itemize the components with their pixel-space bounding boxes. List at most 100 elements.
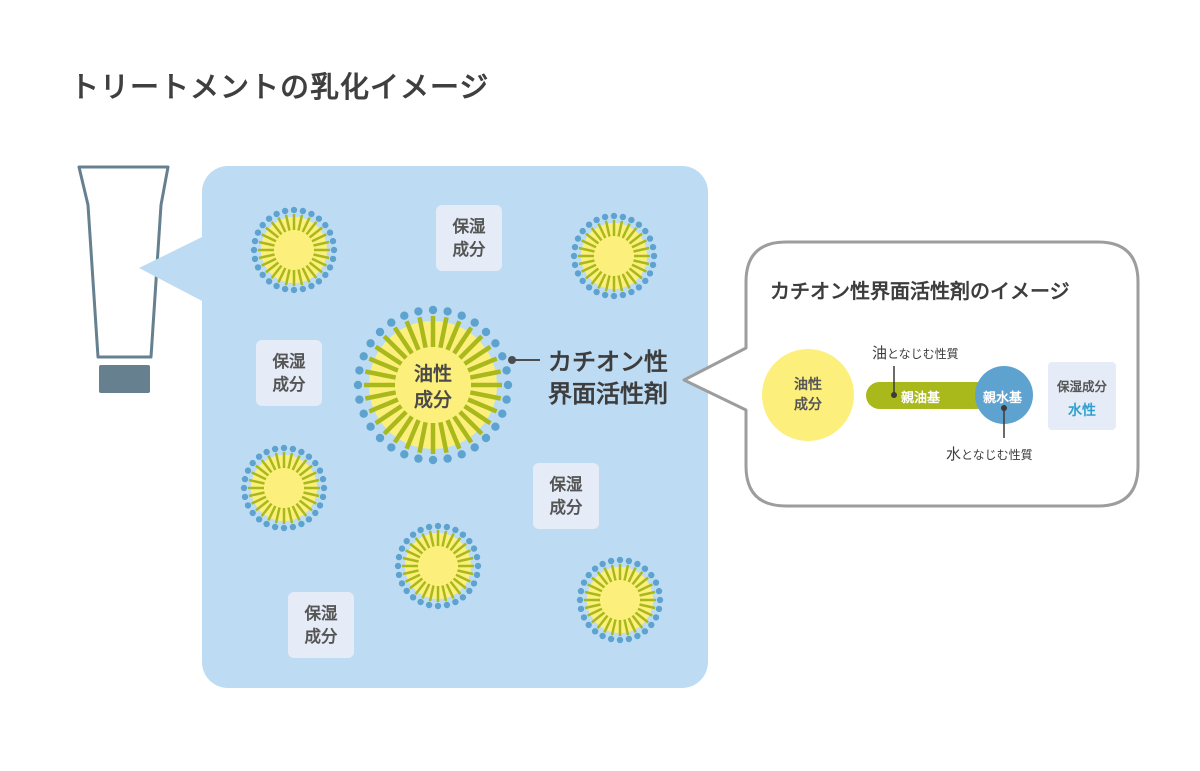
hydrophilic-head — [591, 628, 599, 635]
surfactant-label-line1: カチオン性 — [548, 348, 668, 376]
hydrophilic-head — [443, 454, 452, 463]
hydrophilic-head — [290, 206, 298, 214]
hydrophilic-head — [394, 562, 402, 570]
moisture-label-line2: 成分 — [452, 240, 486, 259]
hydrophilic-head — [473, 553, 481, 561]
moisture-label-line1: 保湿 — [272, 352, 306, 371]
hydrophilic-head — [289, 523, 297, 531]
hydrophilic-head — [634, 632, 641, 640]
lipophilic-tail — [438, 316, 449, 349]
hydrophilic-head — [299, 285, 307, 293]
callout-title: カチオン性界面活性剤のイメージ — [770, 279, 1070, 303]
lipophilic-tail — [255, 499, 270, 512]
callout-oil-label-line1: 油性 — [794, 377, 822, 393]
lipophilic-tail — [445, 583, 455, 599]
lipophilic-tail — [631, 571, 644, 586]
lipophilic-tail — [596, 614, 609, 629]
hydrophilic-head — [271, 445, 279, 453]
oil-label-line2: 成分 — [413, 389, 452, 411]
lipophilic-tail — [469, 369, 502, 380]
moisture-ingredient-box: 保湿 成分 — [256, 340, 322, 406]
lipophilic-tail — [590, 270, 603, 285]
hydrophilic-head — [473, 571, 481, 579]
hydrophilic-head — [601, 291, 609, 299]
hydrophilic-head — [474, 562, 482, 570]
lipophilic-tail — [374, 404, 403, 426]
hydrophilic-head — [319, 493, 327, 501]
lipophilic-tail — [255, 464, 270, 477]
hydrophilic-head — [395, 571, 403, 579]
oil-ingredient-label: 油性 成分 — [393, 361, 473, 413]
lipophilic-tail — [617, 220, 624, 237]
hydrophilic-head — [635, 284, 643, 291]
page-title: トリートメントの乳化イメージ — [70, 70, 490, 104]
lipophilic-tail — [421, 583, 431, 599]
hydrophilic-head — [585, 621, 592, 629]
hydrophilic-head — [502, 366, 511, 375]
lipophilic-tail — [301, 471, 317, 481]
lipophilic-tail — [445, 320, 462, 351]
hydrophilic-head — [308, 210, 315, 218]
hydrophilic-head — [299, 207, 307, 215]
hydrophilic-head — [579, 277, 586, 285]
hydrophilic-head — [403, 587, 410, 595]
hydrophilic-head — [599, 560, 606, 568]
lipophilic-tail — [610, 619, 617, 636]
lipophilic-tail — [438, 421, 449, 454]
lipophilic-tail — [287, 507, 294, 524]
hydrophilic-head — [652, 614, 660, 621]
lipophilic-tail — [274, 452, 281, 469]
micelle-small — [250, 206, 338, 294]
hydrophilic-head — [403, 537, 410, 545]
moisture-label-line2: 成分 — [549, 498, 583, 517]
lipophilic-tail — [402, 556, 419, 563]
hydrophilic-head — [417, 598, 424, 606]
hydrophilic-head — [316, 467, 324, 474]
hydrophilic-head — [649, 261, 657, 269]
hydrophilic-head — [642, 227, 649, 235]
hydrophilic-label: 親水基 — [983, 391, 1023, 406]
hydrophilic-head — [281, 207, 289, 215]
hydrophilic-head — [466, 587, 473, 595]
hydrophilic-head — [457, 311, 466, 320]
hydrophilic-head — [610, 212, 618, 220]
hydrophilic-head — [610, 292, 618, 300]
lipophilic-tail — [621, 223, 631, 239]
lipophilic-tail — [457, 569, 474, 576]
hydrophilic-head — [498, 409, 507, 418]
hydrophilic-head — [320, 484, 328, 492]
hydrophilic-head — [395, 553, 403, 561]
hydrophilic-head — [400, 311, 409, 320]
hydrophilic-head — [326, 229, 334, 236]
lipophilic-tail — [866, 382, 990, 409]
lipophilic-tail — [291, 505, 301, 521]
hydrophilic-head — [656, 596, 664, 604]
retention-box: 保湿成分 水性 — [1048, 362, 1116, 430]
lipophilic-tail — [308, 226, 323, 239]
hydrophilic-head — [574, 270, 582, 277]
hydrophilic-head — [576, 596, 584, 604]
hydrophilic-head — [414, 454, 423, 463]
oil-droplet — [251, 455, 317, 521]
hydrophilic-head — [355, 366, 364, 375]
lipophilic-tail — [421, 533, 431, 549]
water-affinity-char: 水 — [946, 445, 962, 463]
hydrophilic-head — [271, 523, 279, 531]
hydrophilic-head — [625, 557, 633, 565]
hydrophilic-head — [298, 520, 305, 528]
hydrophilic-head — [459, 531, 467, 538]
hydrophilic-head — [571, 243, 579, 251]
lipophilic-tail — [457, 556, 474, 563]
hydrophilic-head — [593, 288, 600, 296]
hydrophilic-head — [585, 284, 593, 291]
hydrophilic-head — [591, 565, 599, 572]
hydrophilic-head — [265, 215, 273, 222]
lipophilic-tail — [368, 397, 399, 414]
micelle-small — [570, 212, 658, 300]
hydrophilic-head — [619, 213, 627, 221]
hydrophilic-head — [366, 339, 375, 348]
hydrophilic-head — [322, 221, 329, 229]
lipophilic-tail — [590, 227, 603, 242]
surfactant-molecule — [762, 349, 1033, 441]
lipophilic-tail — [368, 356, 399, 373]
